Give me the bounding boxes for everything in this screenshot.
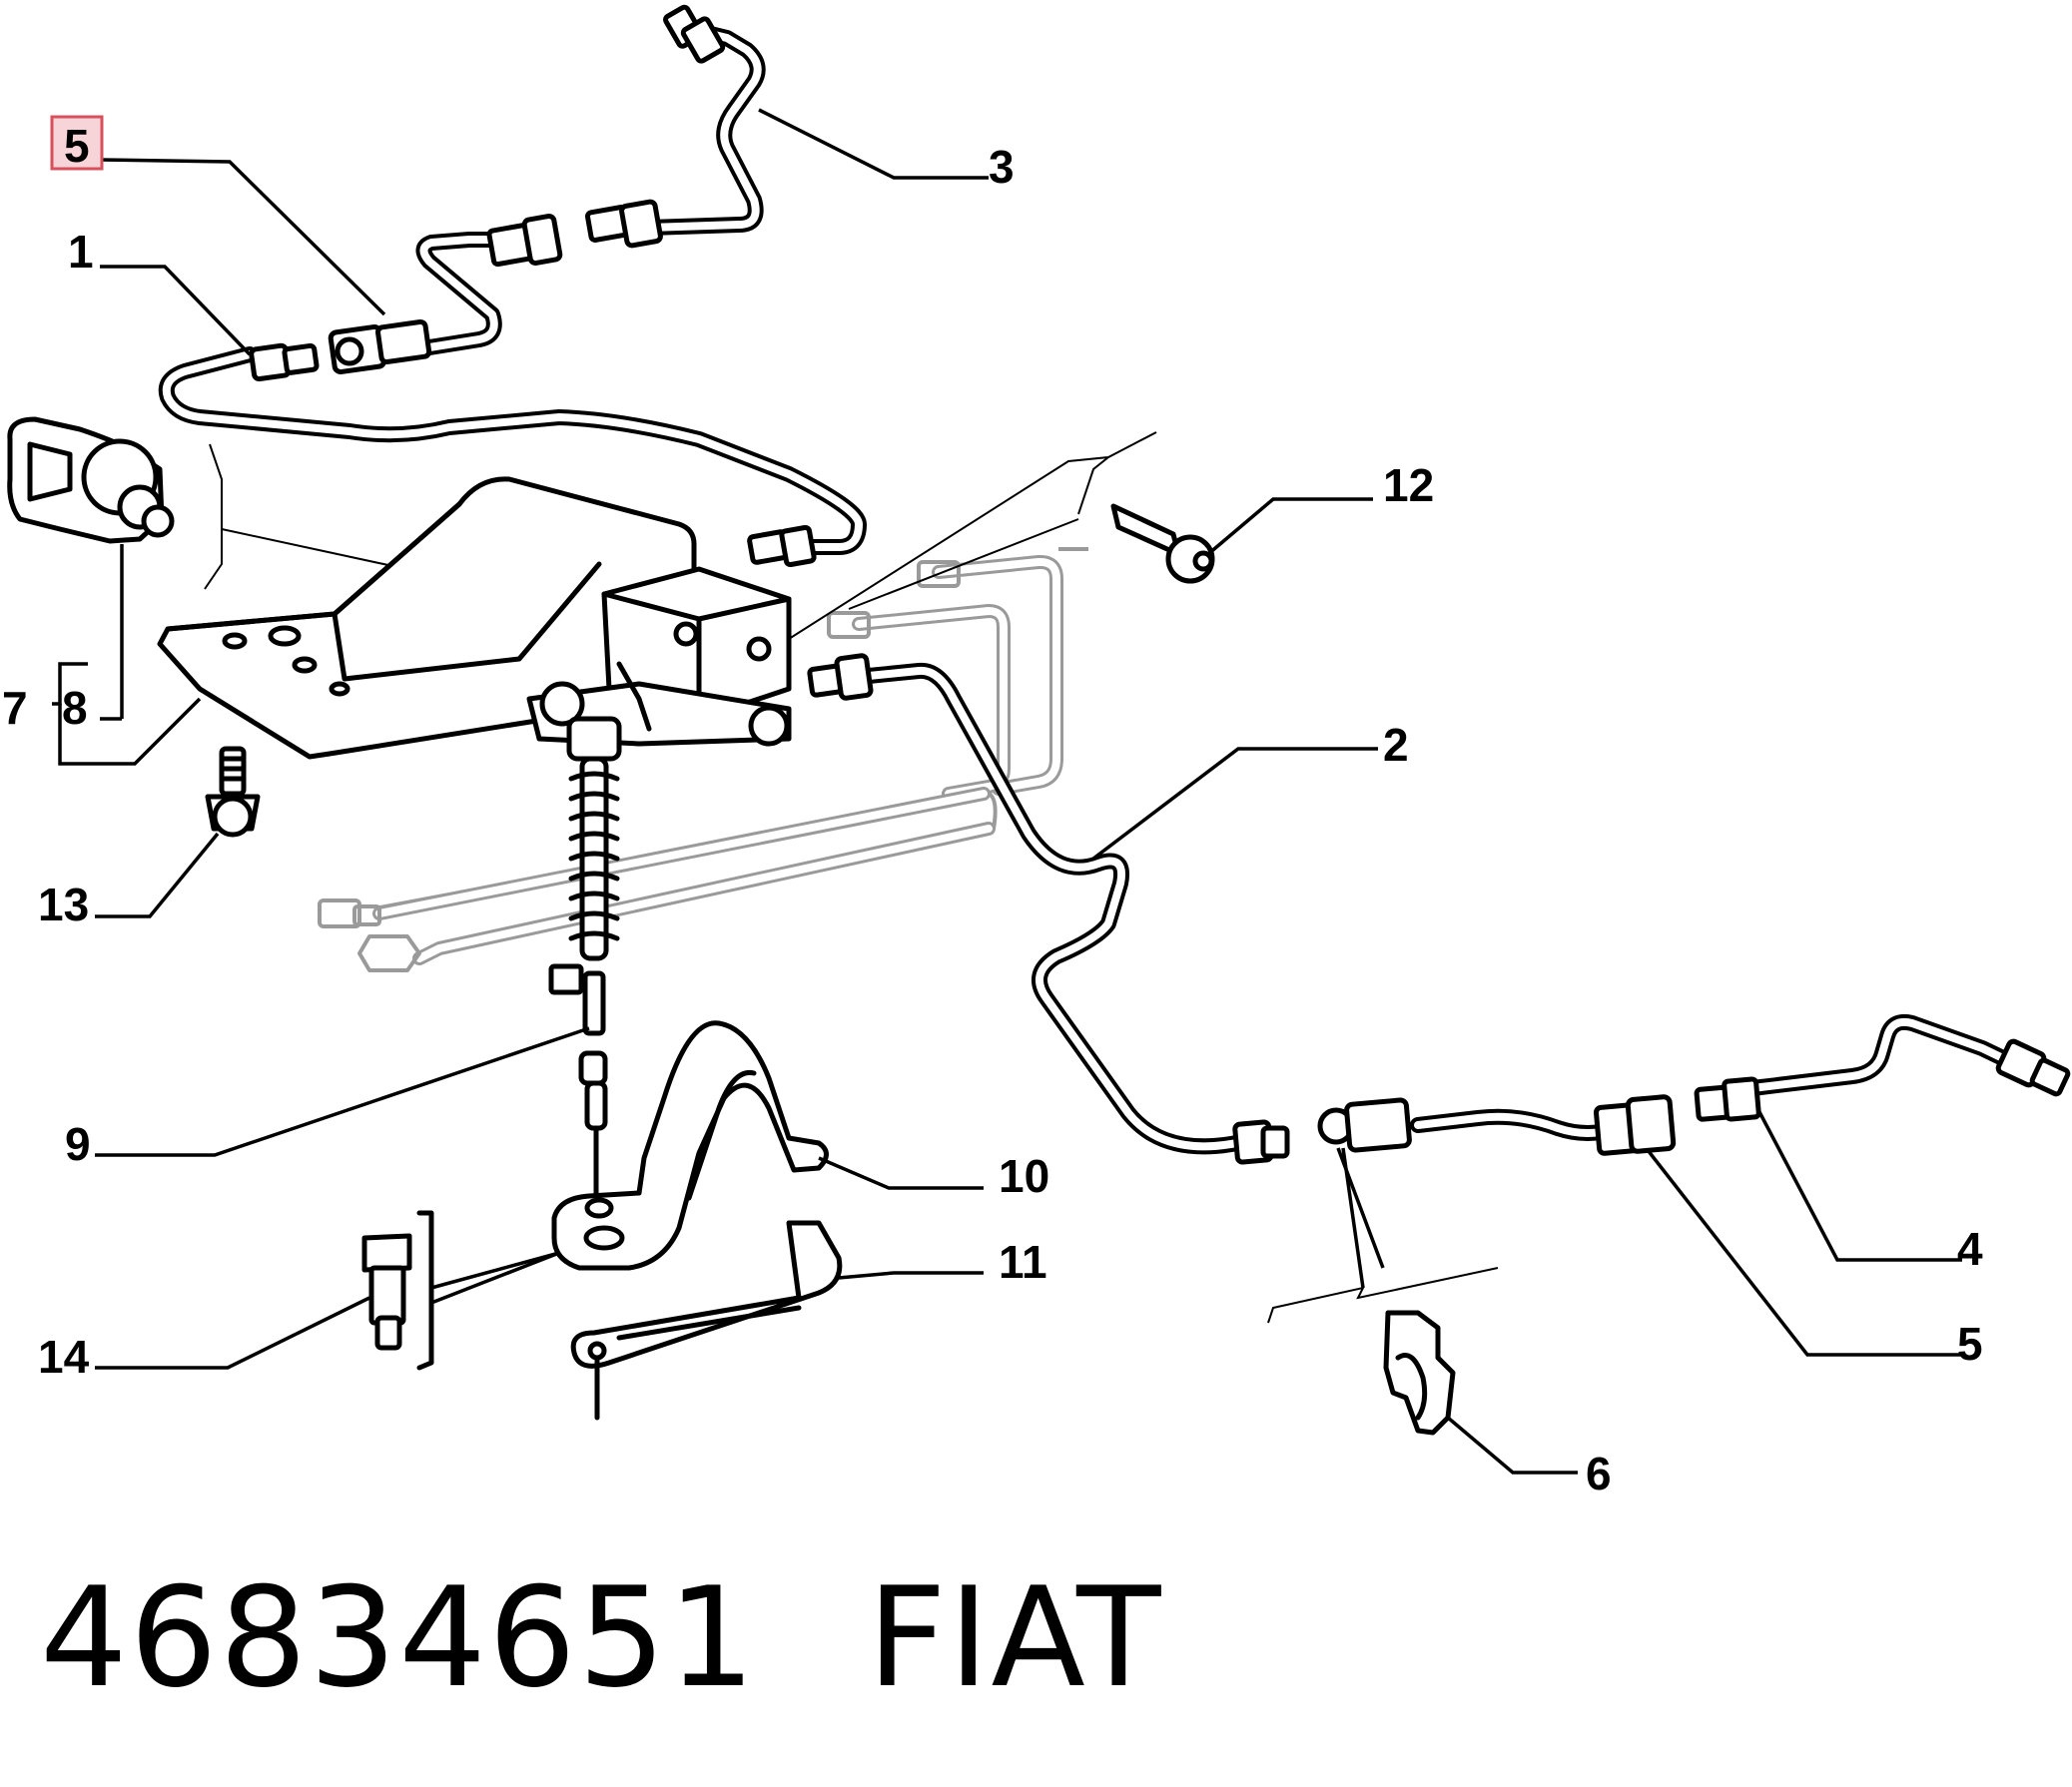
brake-pipe-4 xyxy=(1744,1013,2015,1096)
callout-10: 10 xyxy=(999,1150,1049,1202)
callout-6: 6 xyxy=(1586,1448,1612,1499)
brake-pipe-1 xyxy=(158,346,867,555)
brake-pipe-5-upper xyxy=(415,232,512,355)
callout-9: 9 xyxy=(65,1118,91,1170)
footer-caption: 46834651 FIAT xyxy=(40,1557,1162,1718)
retaining-clip-6 xyxy=(1383,1310,1456,1436)
brake-pipe-3 xyxy=(641,22,766,236)
sensor-8 xyxy=(7,416,175,544)
screw-12 xyxy=(1110,503,1215,584)
callout-14: 14 xyxy=(38,1331,90,1383)
part-number: 46834651 xyxy=(40,1557,758,1718)
callout-11: 11 xyxy=(999,1236,1047,1288)
callout-7: 7 xyxy=(2,682,28,734)
stud-bolt-13 xyxy=(205,746,261,838)
callout-12: 12 xyxy=(1383,459,1434,511)
callout-1: 1 xyxy=(68,226,94,278)
ghost-background-lines xyxy=(318,547,1088,972)
bracket-group-lines xyxy=(52,544,202,766)
callout-8: 8 xyxy=(62,682,88,734)
callout-4: 4 xyxy=(1957,1223,1983,1275)
brand-name: FIAT xyxy=(867,1557,1163,1718)
callout-labels: 5 1 3 12 7 8 2 13 9 10 11 4 14 5 6 xyxy=(2,120,1983,1499)
pipe-fittings xyxy=(249,4,2071,1165)
load-sensing-rod-9 xyxy=(548,716,622,1216)
bolt-14 xyxy=(361,1210,434,1371)
pressure-regulator-valve xyxy=(526,566,792,747)
support-bracket-11 xyxy=(570,1220,843,1421)
brake-hose-5 xyxy=(1410,1108,1626,1141)
callout-5-highlight-box xyxy=(50,115,104,171)
callout-13: 13 xyxy=(38,879,89,930)
lever-arm-10 xyxy=(551,1020,829,1271)
leader-lines xyxy=(95,108,1962,1475)
callout-5-right: 5 xyxy=(1957,1318,1983,1370)
callout-2: 2 xyxy=(1383,719,1409,771)
callout-3: 3 xyxy=(989,141,1015,193)
callout-5-top: 5 xyxy=(64,120,90,172)
brake-pipe-2 xyxy=(861,662,1266,1155)
